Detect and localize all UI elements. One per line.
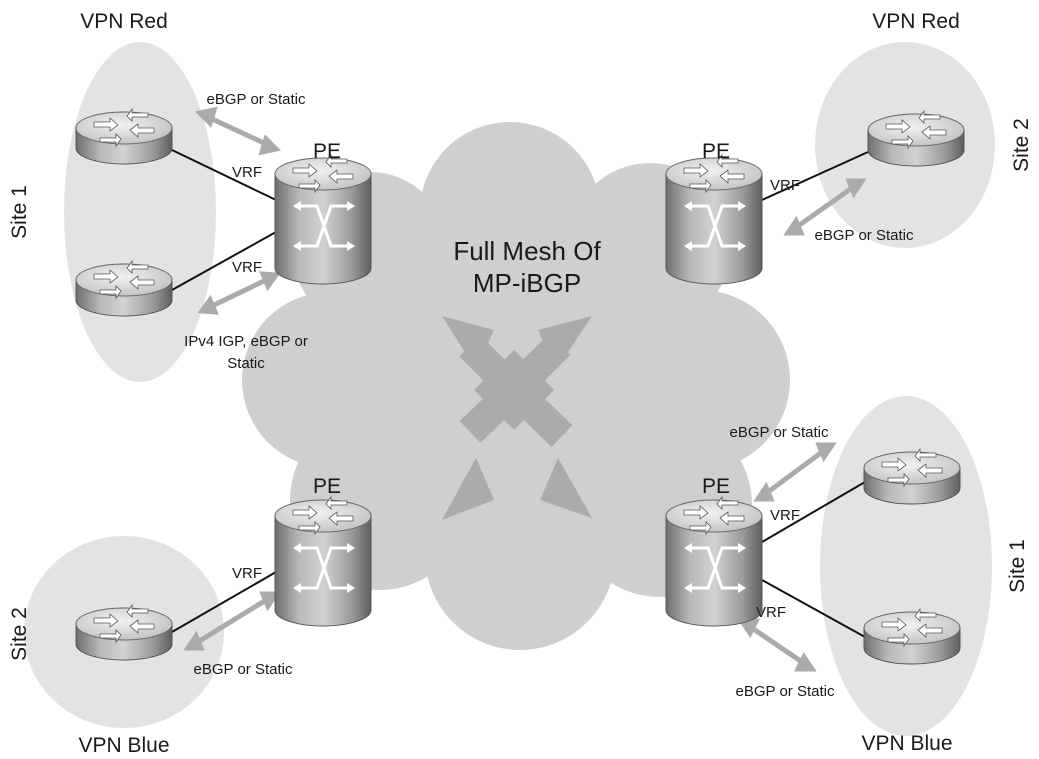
protocol-label-tl-upper: eBGP or Static	[207, 91, 306, 108]
core-title-line2: MP-iBGP	[473, 268, 581, 298]
ce-router-top-left-lower[interactable]	[75, 260, 173, 317]
pe-router-top-right[interactable]	[664, 153, 764, 286]
routing-exchange-arrows	[183, 106, 867, 672]
site-label-bottom-left: Site 2	[8, 607, 31, 661]
pe-label-bottom-left: PE	[313, 475, 341, 498]
vrf-label-br-upper: VRF	[770, 507, 800, 524]
site-label-bottom-right: Site 1	[1006, 539, 1029, 593]
vrf-label-tl-lower: VRF	[232, 259, 262, 276]
protocol-label-br-lower: eBGP or Static	[736, 683, 835, 700]
ce-router-top-left-upper[interactable]	[75, 108, 173, 165]
vrf-label-br-lower: VRF	[756, 604, 786, 621]
vpn-name-top-left: VPN Red	[80, 10, 168, 33]
protocol-label-tr: eBGP or Static	[815, 227, 914, 244]
full-mesh-arrows	[442, 316, 592, 520]
pe-label-bottom-right: PE	[702, 475, 730, 498]
pe-router-bottom-right[interactable]	[664, 495, 764, 628]
pe-router-bottom-left[interactable]	[273, 495, 373, 628]
ce-router-bottom-left[interactable]	[75, 604, 173, 661]
vrf-label-tr: VRF	[770, 177, 800, 194]
ce-router-top-right[interactable]	[867, 110, 965, 167]
pe-ce-links	[171, 149, 869, 638]
protocol-label-br-upper: eBGP or Static	[730, 424, 829, 441]
ce-router-bottom-right-upper[interactable]	[863, 448, 961, 505]
site-label-top-left: Site 1	[8, 185, 31, 239]
vrf-label-tl-upper: VRF	[232, 164, 262, 181]
protocol-label-bl: eBGP or Static	[194, 661, 293, 678]
pe-label-top-right: PE	[702, 140, 730, 163]
site-label-top-right: Site 2	[1010, 118, 1033, 172]
ce-router-bottom-right-lower[interactable]	[863, 608, 961, 665]
vpn-name-bottom-left: VPN Blue	[78, 734, 169, 757]
site-area-top-left	[64, 42, 216, 382]
vpn-name-top-right: VPN Red	[872, 10, 960, 33]
core-title-line1: Full Mesh Of	[453, 236, 601, 266]
vpn-name-bottom-right: VPN Blue	[861, 732, 952, 755]
protocol-label-tl-lower-1: IPv4 IGP, eBGP or	[184, 333, 308, 350]
protocol-label-tl-lower-2: Static	[227, 355, 265, 372]
vrf-label-bl: VRF	[232, 565, 262, 582]
pe-label-top-left: PE	[313, 140, 341, 163]
pe-router-top-left[interactable]	[273, 153, 373, 286]
site-area-bottom-right	[820, 396, 992, 736]
